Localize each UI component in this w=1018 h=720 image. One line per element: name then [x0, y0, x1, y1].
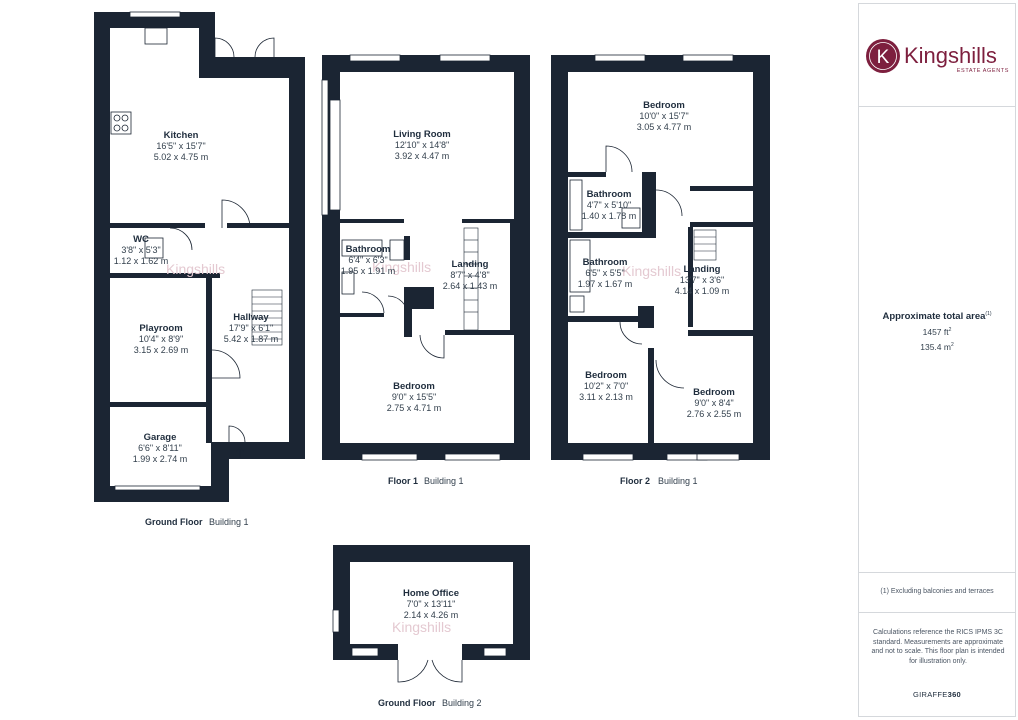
room-metric-garage: 1.99 x 2.74 m [133, 454, 188, 464]
floor-plan-drawing: Kingshills Kitchen 16'5" x 15'7" 5.02 x … [94, 11, 770, 708]
disclaimer-text: Calculations reference the RICS IPMS 3C … [871, 629, 1005, 665]
room-name-bed2b: Bedroom [585, 370, 627, 381]
watermark: Kingshills [622, 263, 681, 279]
room-imperial-bed1: 9'0" x 15'5" [392, 392, 436, 402]
kingshills-logo: K Kingshills ESTATE AGENTS [866, 39, 1009, 74]
room-imperial-hallway: 17'9" x 6'1" [229, 323, 273, 333]
room-name-bed2c: Bedroom [693, 387, 735, 398]
room-imperial-bed2c: 9'0" x 8'4" [694, 398, 733, 408]
total-area-block: Approximate total area(1) 1457 ft2 135.4… [859, 311, 1015, 352]
room-name-bath2b: Bathroom [583, 257, 628, 268]
brand-tagline: ESTATE AGENTS [957, 68, 1009, 74]
floor-building-ground-2: Building 2 [442, 698, 482, 708]
area-sqft-value: 1457 ft [922, 327, 949, 338]
room-metric-bath2b: 1.97 x 1.67 m [578, 279, 633, 289]
room-metric-bed2b: 3.11 x 2.13 m [579, 392, 633, 402]
room-name-bed2a: Bedroom [643, 100, 685, 111]
area-title-text: Approximate total area [882, 311, 986, 323]
area-title-note: (1) [985, 311, 992, 317]
credit-prefix: GIRAFFE [912, 690, 948, 699]
floor-building-floor-1: Building 1 [424, 476, 464, 486]
area-sqm-value: 135.4 m [920, 342, 951, 353]
footnote-section: (1) Excluding balconies and terraces [859, 573, 1015, 613]
watermark: Kingshills [166, 261, 225, 277]
room-imperial-bed2b: 10'2" x 7'0" [584, 381, 628, 391]
room-metric-hallway: 5.42 x 1.87 m [224, 334, 279, 344]
room-name-garage: Garage [144, 432, 177, 443]
watermark: Kingshills [372, 259, 431, 275]
ground-floor-building-1: Kingshills Kitchen 16'5" x 15'7" 5.02 x … [94, 11, 305, 527]
floor-label-floor-1: Floor 1 [388, 476, 418, 486]
room-name-living: Living Room [393, 129, 451, 140]
room-metric-kitchen: 5.02 x 4.75 m [154, 152, 209, 162]
room-metric-bed2c: 2.76 x 2.55 m [687, 409, 742, 419]
floor-building-ground-1: Building 1 [209, 517, 249, 527]
ground-floor-building-2: Kingshills Home Office 7'0" x 13'11" 2.1… [332, 545, 530, 708]
room-imperial-living: 12'10" x 14'8" [395, 140, 449, 150]
room-imperial-bath2a: 4'7" x 5'10" [587, 200, 631, 210]
room-metric-office: 2.14 x 4.26 m [404, 610, 459, 620]
room-imperial-playroom: 10'4" x 8'9" [139, 334, 183, 344]
room-name-hallway: Hallway [233, 312, 269, 323]
floor-label-ground-2: Ground Floor [378, 698, 436, 708]
room-imperial-wc: 3'8" x 5'3" [121, 245, 160, 255]
area-sqm-unit: 2 [950, 342, 954, 349]
floor-1-building-1: Kingshills Living Room 12'10" x 14'8" 3.… [321, 54, 530, 486]
floor-building-floor-2: Building 1 [658, 476, 698, 486]
floor-label-floor-2: Floor 2 [620, 476, 650, 486]
room-name-office: Home Office [403, 588, 459, 599]
area-sqm: 135.4 m2 [859, 342, 1015, 352]
watermark: Kingshills [392, 619, 451, 635]
info-sidebar: K Kingshills ESTATE AGENTS Approximate t… [858, 3, 1016, 717]
room-metric-landing2: 4.14 x 1.09 m [675, 286, 730, 296]
room-name-playroom: Playroom [139, 323, 182, 334]
footnote-text: (1) Excluding balconies and terraces [880, 588, 994, 595]
room-name-landing2: Landing [684, 264, 721, 275]
brand-name: Kingshills [904, 43, 997, 68]
room-imperial-bed2a: 10'0" x 15'7" [639, 111, 688, 121]
room-metric-living: 3.92 x 4.47 m [395, 151, 450, 161]
room-imperial-bath1: 6'4" x 6'3" [348, 255, 387, 265]
floor-2-building-1: Kingshills Bedroom 10'0" x 15'7" 3.05 x … [551, 54, 770, 486]
room-imperial-bath2b: 6'5" x 5'5" [585, 268, 624, 278]
room-name-landing1: Landing [452, 259, 489, 270]
total-area-title: Approximate total area(1) [859, 311, 1015, 322]
room-metric-landing1: 2.64 x 1.43 m [443, 281, 498, 291]
logo-initial: K [877, 47, 890, 68]
room-metric-wc: 1.12 x 1.62 m [114, 256, 169, 266]
room-imperial-landing2: 13'7" x 3'6" [680, 275, 724, 285]
credit-suffix: 360 [947, 690, 962, 699]
floor-label-ground-1: Ground Floor [145, 517, 203, 527]
room-imperial-garage: 6'6" x 8'11" [138, 443, 182, 453]
room-metric-bed1: 2.75 x 4.71 m [387, 403, 442, 413]
area-section: Approximate total area(1) 1457 ft2 135.4… [859, 107, 1015, 573]
area-sqft-unit: 2 [948, 327, 952, 334]
room-name-bath2a: Bathroom [587, 189, 632, 200]
room-imperial-office: 7'0" x 13'11" [407, 599, 456, 609]
room-imperial-kitchen: 16'5" x 15'7" [156, 141, 205, 151]
room-name-wc: WC [133, 234, 149, 245]
area-sqft: 1457 ft2 [859, 327, 1015, 337]
room-metric-bath1: 1.95 x 1.91 m [341, 266, 396, 276]
giraffe360-credit: GIRAFFE360 [859, 690, 1015, 699]
room-metric-bath2a: 1.40 x 1.78 m [582, 211, 637, 221]
room-name-bed1: Bedroom [393, 381, 435, 392]
room-metric-playroom: 3.15 x 2.69 m [134, 345, 189, 355]
room-metric-bed2a: 3.05 x 4.77 m [637, 122, 692, 132]
room-name-bath1: Bathroom [346, 244, 391, 255]
logo-section: K Kingshills ESTATE AGENTS [859, 4, 1015, 107]
room-imperial-landing1: 8'7" x 4'8" [450, 270, 489, 280]
room-name-kitchen: Kitchen [164, 130, 199, 141]
